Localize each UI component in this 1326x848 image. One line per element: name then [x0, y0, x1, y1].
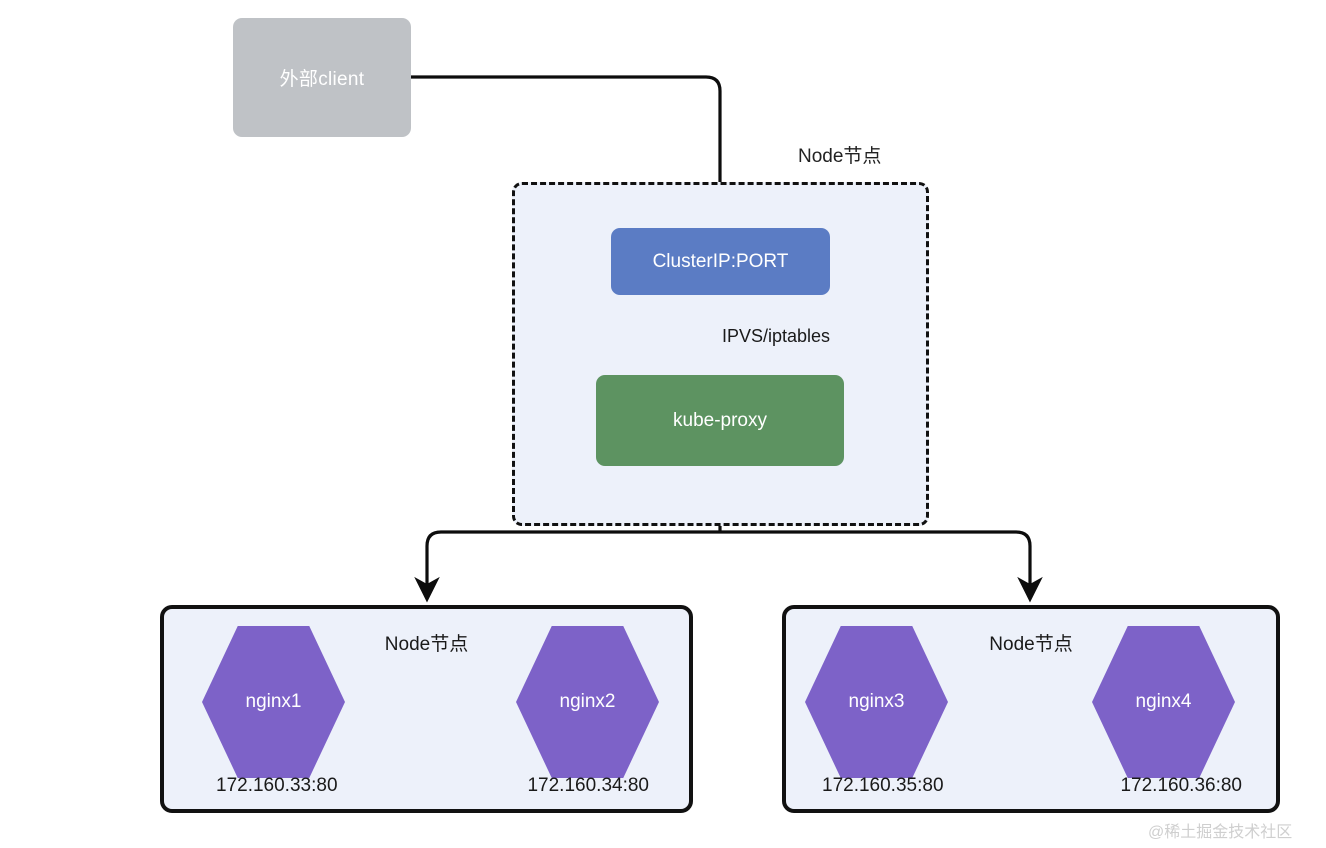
edge-trunk-to-left-worker — [414, 530, 720, 603]
edge-trunk-to-right-worker — [720, 530, 1043, 603]
pod-label-nginx3: nginx3 — [848, 691, 905, 712]
pod-endpoint-nginx1: 172.160.33:80 — [216, 775, 338, 796]
pod-label-nginx1: nginx1 — [245, 691, 302, 712]
worker-node-left-label: Node节点 — [384, 634, 469, 655]
kube-proxy-box: kube-proxy — [596, 375, 844, 466]
pod-label-nginx4: nginx4 — [1135, 691, 1192, 712]
pod-endpoint-nginx3: 172.160.35:80 — [822, 775, 944, 796]
worker-node-right-label: Node节点 — [989, 634, 1073, 655]
node-container-label: Node节点 — [798, 146, 882, 167]
ipvs-iptables-edge-label: IPVS/iptables — [722, 326, 831, 346]
clusterip-port-label: ClusterIP:PORT — [652, 250, 789, 272]
external-client-box: 外部client — [233, 18, 411, 137]
watermark: @稀土掘金技术社区 — [1148, 824, 1293, 841]
clusterip-port-box: ClusterIP:PORT — [611, 228, 830, 295]
pod-endpoint-nginx2: 172.160.34:80 — [527, 775, 649, 796]
pod-endpoint-nginx4: 172.160.36:80 — [1120, 775, 1242, 796]
worker-node-left: Node节点 nginx1 nginx2 172.160.33:80 172.1… — [160, 605, 693, 813]
pod-label-nginx2: nginx2 — [559, 691, 616, 712]
external-client-label: 外部client — [279, 69, 365, 90]
kube-proxy-label: kube-proxy — [673, 409, 767, 431]
worker-node-right: Node节点 nginx3 nginx4 172.160.35:80 172.1… — [782, 605, 1280, 813]
pod-hexagon-nginx4: nginx4 — [1092, 626, 1235, 778]
